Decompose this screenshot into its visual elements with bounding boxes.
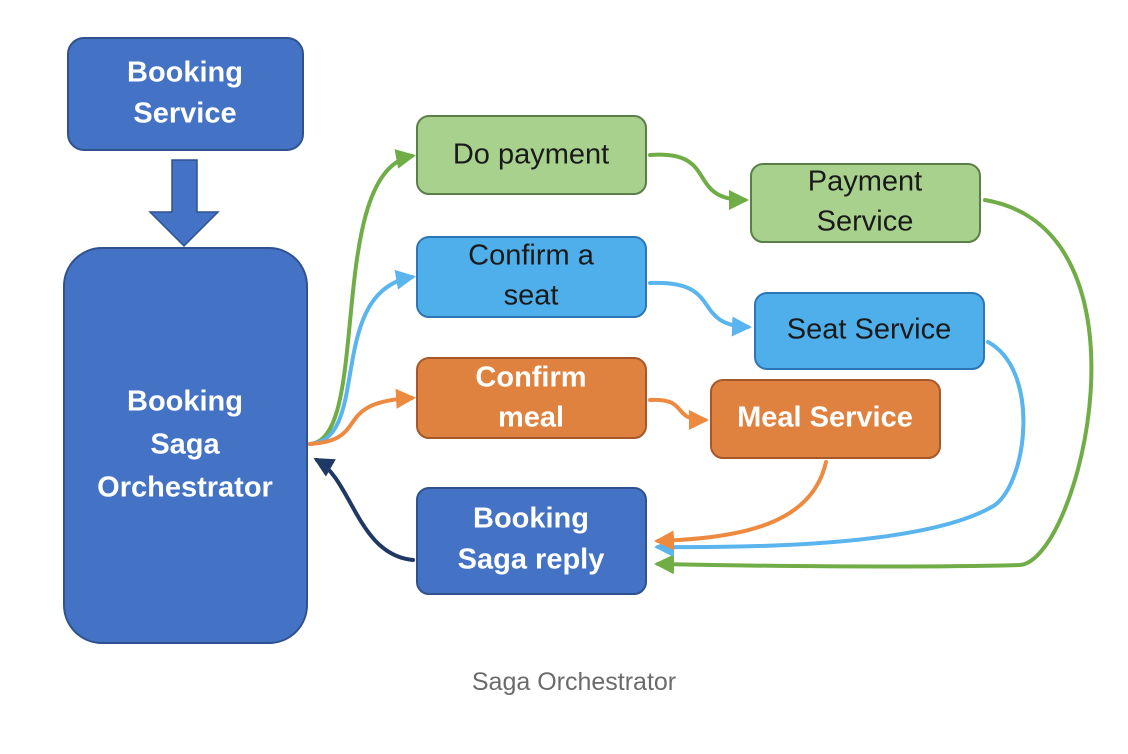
connectors <box>308 149 1094 575</box>
arrow-confirm-meal-to-meal-service <box>648 397 709 430</box>
block-arrow-down <box>148 159 220 248</box>
node-do-payment: Do payment <box>416 115 647 195</box>
node-label-line: Saga reply <box>458 544 605 576</box>
node-label-line: Confirm a <box>468 240 595 272</box>
node-label-line: Service <box>817 206 914 238</box>
node-meal-service: Meal Service <box>710 379 941 459</box>
node-seat-service: Seat Service <box>754 292 985 370</box>
node-payment-service: Payment Service <box>750 163 981 243</box>
arrow-confirm-seat-to-seat-service <box>648 280 752 337</box>
arrow-seat-service-to-saga-reply <box>654 340 1026 558</box>
node-confirm-meal: Confirm meal <box>416 357 647 439</box>
node-booking-service: Booking Service <box>67 37 304 151</box>
arrow-orchestrator-to-do-payment <box>308 149 416 446</box>
figure-caption: Saga Orchestrator <box>471 668 677 696</box>
arrow-orchestrator-to-confirm-seat <box>308 269 416 446</box>
arrow-do-payment-to-payment-service <box>648 152 749 210</box>
node-label-line: Booking <box>127 57 243 89</box>
arrow-orchestrator-to-confirm-meal <box>308 388 416 446</box>
node-label-line: Booking <box>473 503 589 535</box>
node-label-line: Payment <box>808 166 922 198</box>
node-label-line: Orchestrator <box>97 472 273 504</box>
node-label-line: Booking <box>127 386 243 418</box>
node-label-line: Meal Service <box>737 402 913 434</box>
node-label-line: Saga <box>150 429 220 461</box>
node-label-line: Confirm <box>475 362 586 394</box>
node-saga-reply: Booking Saga reply <box>416 487 647 595</box>
node-confirm-seat: Confirm a seat <box>416 236 647 318</box>
node-orchestrator: Booking Saga Orchestrator <box>63 247 308 644</box>
arrow-payment-service-to-saga-reply <box>654 198 1094 575</box>
node-label-line: Service <box>133 98 236 130</box>
node-label-line: meal <box>498 402 564 434</box>
node-label-line: Seat Service <box>787 314 951 346</box>
arrow-meal-service-to-saga-reply <box>654 460 828 551</box>
node-label-line: seat <box>504 280 559 312</box>
saga-orchestrator-diagram: Booking Service Booking Saga Orchestrato… <box>63 37 1094 644</box>
node-label-line: Do payment <box>453 139 609 171</box>
arrow-saga-reply-to-orchestrator <box>313 458 415 562</box>
